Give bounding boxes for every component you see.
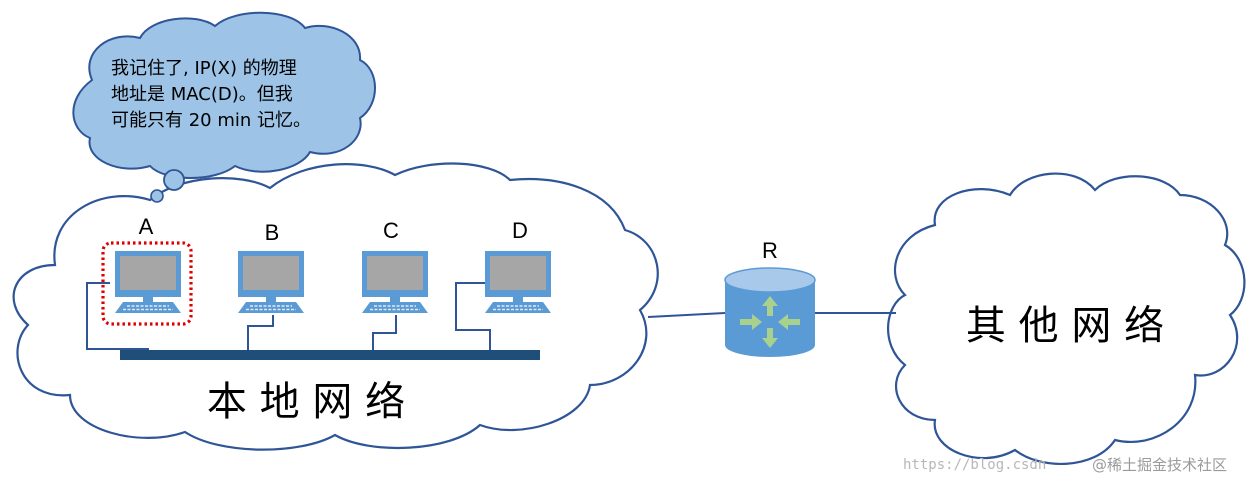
thought-bubble-dot-large xyxy=(163,169,185,191)
other-network-label: 其 他 网 络 xyxy=(966,303,1164,349)
watermark-url: https://blog.csdn xyxy=(903,457,1047,473)
thought-bubble-dot-small xyxy=(150,189,164,203)
computer-a-icon[interactable] xyxy=(114,250,182,314)
link-host-b xyxy=(247,315,274,352)
bubble-line-2: 地址是 MAC(D)。但我 xyxy=(111,84,293,105)
watermark-brand: @稀土掘金技术社区 xyxy=(1092,456,1228,474)
bubble-line-3: 可能只有 20 min 记忆。 xyxy=(111,110,311,131)
host-label-b: B xyxy=(265,220,280,245)
local-bus xyxy=(120,350,540,360)
local-network-label: 本 地 网 络 xyxy=(207,379,405,425)
uplink-local-router xyxy=(647,312,726,318)
computer-b-icon[interactable] xyxy=(237,250,305,314)
thought-bubble-cloud xyxy=(72,11,376,179)
computer-c-icon[interactable] xyxy=(361,250,429,314)
computer-d-icon[interactable] xyxy=(484,250,552,314)
link-host-d xyxy=(455,282,491,352)
other-network-cloud xyxy=(887,172,1246,465)
host-label-c: C xyxy=(383,218,399,243)
router-label: R xyxy=(762,238,778,263)
host-label-d: D xyxy=(512,218,528,243)
bubble-line-1: 我记住了, IP(X) 的物理 xyxy=(111,58,297,79)
link-host-c xyxy=(372,315,397,352)
local-network-cloud xyxy=(12,162,659,451)
router-icon[interactable] xyxy=(724,267,816,357)
highlight-box xyxy=(101,241,193,326)
host-label-a: A xyxy=(139,214,154,239)
